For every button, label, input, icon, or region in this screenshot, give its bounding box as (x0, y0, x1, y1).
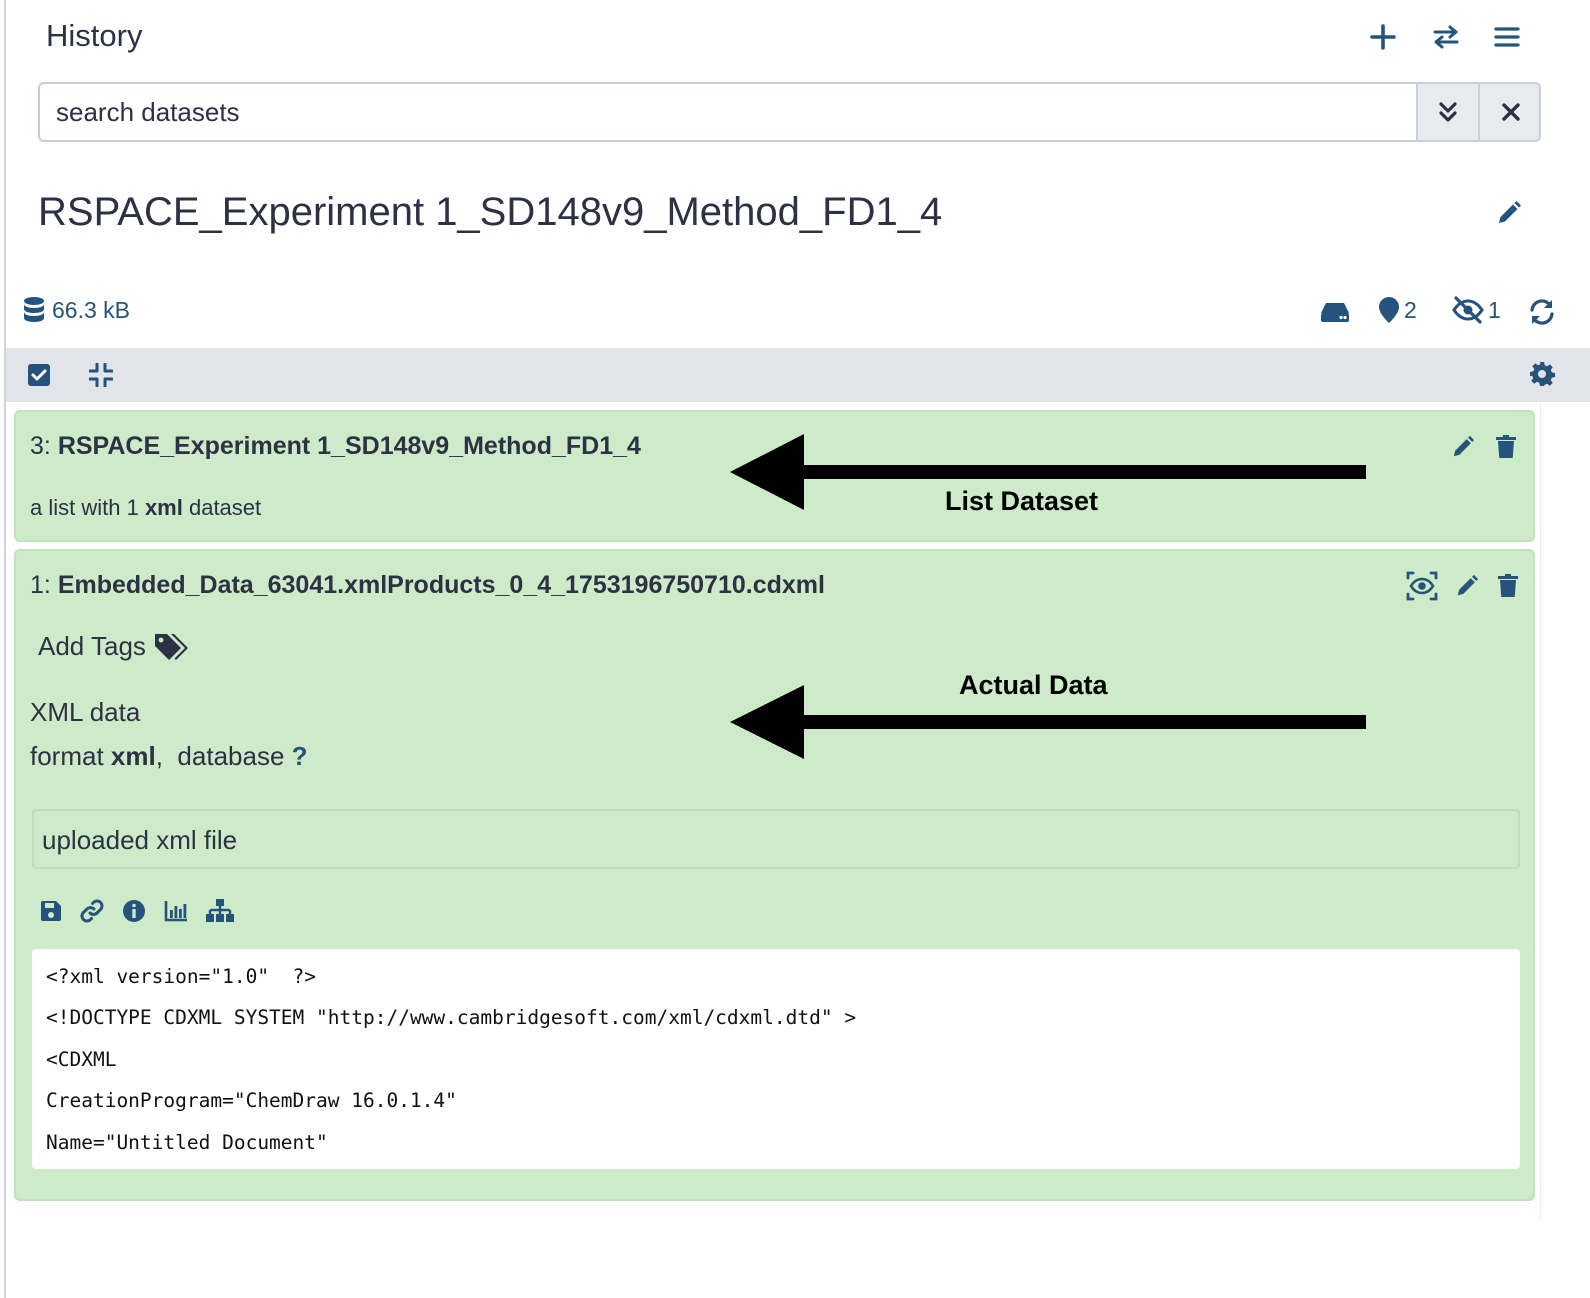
dataset-details-button[interactable] (120, 897, 148, 925)
collection-description: a list with 1 xml dataset (30, 495, 261, 521)
list-dataset-arrow (730, 434, 1366, 510)
trash-icon (1498, 574, 1518, 597)
save-icon (41, 901, 61, 921)
item-title[interactable]: 3: RSPACE_Experiment 1_SD148v9_Method_FD… (30, 432, 641, 461)
format-prefix: format (30, 741, 111, 771)
dataset-info: uploaded xml file (32, 809, 1520, 869)
history-size[interactable]: 66.3 kB (22, 296, 130, 324)
peek-line: <CDXML (46, 1048, 117, 1071)
actual-data-annotation: Actual Data (959, 670, 1108, 700)
item-hid: 3: (30, 432, 51, 460)
peek-line: Name="Untitled Document" (46, 1131, 328, 1154)
storage-dashboard-button[interactable] (1318, 296, 1352, 328)
copy-link-button[interactable] (78, 897, 106, 925)
download-button[interactable] (38, 897, 64, 925)
format-sep: , (155, 741, 163, 771)
dataset-peek: <?xml version="1.0" ?> <!DOCTYPE CDXML S… (32, 949, 1520, 1169)
dataset-info-text: uploaded xml file (42, 825, 238, 855)
gear-icon (1530, 362, 1555, 386)
search-box (38, 82, 1541, 142)
dataset-actions (38, 897, 236, 925)
exchange-icon (1433, 25, 1459, 49)
search-input[interactable] (40, 84, 1416, 140)
history-item-dataset[interactable]: 1: Embedded_Data_63041.xmlProducts_0_4_1… (14, 549, 1535, 1201)
format-line: format xml, database ? (30, 741, 308, 772)
double-chevron-down-icon (1439, 102, 1457, 122)
eye-icon (1406, 571, 1438, 601)
edit-collection-button[interactable] (1448, 432, 1478, 462)
hidden-count: 1 (1488, 296, 1501, 323)
collapse-all-button[interactable] (86, 360, 116, 390)
item-hid: 1: (30, 571, 51, 599)
advanced-search-button[interactable] (1416, 84, 1478, 140)
item-name: Embedded_Data_63041.xmlProducts_0_4_1753… (57, 571, 825, 599)
pencil-icon (1453, 435, 1475, 457)
database-label: database (177, 741, 285, 771)
edit-history-name-button[interactable] (1492, 196, 1526, 230)
collection-desc-prefix: a list with 1 (30, 495, 145, 520)
history-size-value: 66.3 kB (52, 296, 130, 323)
hdd-icon (1321, 303, 1349, 322)
item-title[interactable]: 1: Embedded_Data_63041.xmlProducts_0_4_1… (30, 571, 825, 600)
show-deleted-filter[interactable]: 2 (1378, 296, 1417, 324)
deleted-count: 2 (1404, 296, 1417, 323)
pencil-icon (1457, 574, 1479, 596)
bars-icon (1494, 27, 1520, 47)
pencil-icon (1499, 201, 1521, 223)
collection-desc-format: xml (144, 495, 183, 520)
eye-slash-icon (1452, 296, 1484, 324)
edit-dataset-button[interactable] (1452, 571, 1482, 601)
show-hidden-filter[interactable]: 1 (1452, 296, 1501, 324)
info-circle-icon (123, 900, 145, 922)
add-tags-label: Add Tags (38, 631, 146, 661)
history-options-button[interactable] (1490, 20, 1524, 54)
database-value-link[interactable]: ? (291, 741, 308, 771)
sync-icon (1530, 299, 1554, 325)
history-name: RSPACE_Experiment 1_SD148v9_Method_FD1_4 (38, 190, 943, 234)
datatype-label: XML data (30, 697, 141, 727)
related-items-button[interactable] (204, 897, 236, 925)
database-icon (24, 297, 44, 322)
history-settings-button[interactable] (1526, 358, 1558, 390)
delete-collection-button[interactable] (1492, 432, 1520, 462)
view-dataset-button[interactable] (1404, 569, 1440, 603)
check-square-icon (28, 364, 50, 386)
history-toolbar (6, 348, 1590, 402)
clear-search-button[interactable] (1478, 84, 1539, 140)
actual-data-arrow (730, 685, 1366, 759)
peek-line: <!DOCTYPE CDXML SYSTEM "http://www.cambr… (46, 1006, 857, 1029)
compress-icon (89, 363, 113, 387)
link-icon (80, 899, 104, 923)
peek-line: <?xml version="1.0" ?> (46, 965, 317, 988)
add-tags-button[interactable]: Add Tags (38, 631, 190, 662)
switch-history-button[interactable] (1428, 20, 1464, 54)
refresh-button[interactable] (1526, 296, 1558, 328)
close-icon (1501, 103, 1520, 121)
select-items-button[interactable] (24, 360, 54, 390)
create-history-button[interactable] (1366, 20, 1400, 54)
collection-desc-suffix: dataset (182, 495, 262, 520)
format-value: xml (110, 741, 156, 771)
panel-title: History (46, 18, 143, 53)
trash-icon (1496, 435, 1516, 458)
peek-line: CreationProgram="ChemDraw 16.0.1.4" (46, 1089, 457, 1112)
visualize-button[interactable] (162, 897, 190, 925)
delete-dataset-button[interactable] (1494, 571, 1522, 601)
plus-icon (1370, 24, 1396, 50)
scrollbar-track[interactable] (1540, 402, 1568, 1222)
panel-left-border (4, 0, 6, 1298)
sitemap-icon (206, 899, 234, 922)
item-name: RSPACE_Experiment 1_SD148v9_Method_FD1_4 (57, 432, 641, 460)
tags-icon (154, 633, 188, 660)
chart-bar-icon (164, 901, 187, 922)
list-dataset-annotation: List Dataset (945, 486, 1099, 516)
map-marker-icon (1379, 297, 1399, 323)
